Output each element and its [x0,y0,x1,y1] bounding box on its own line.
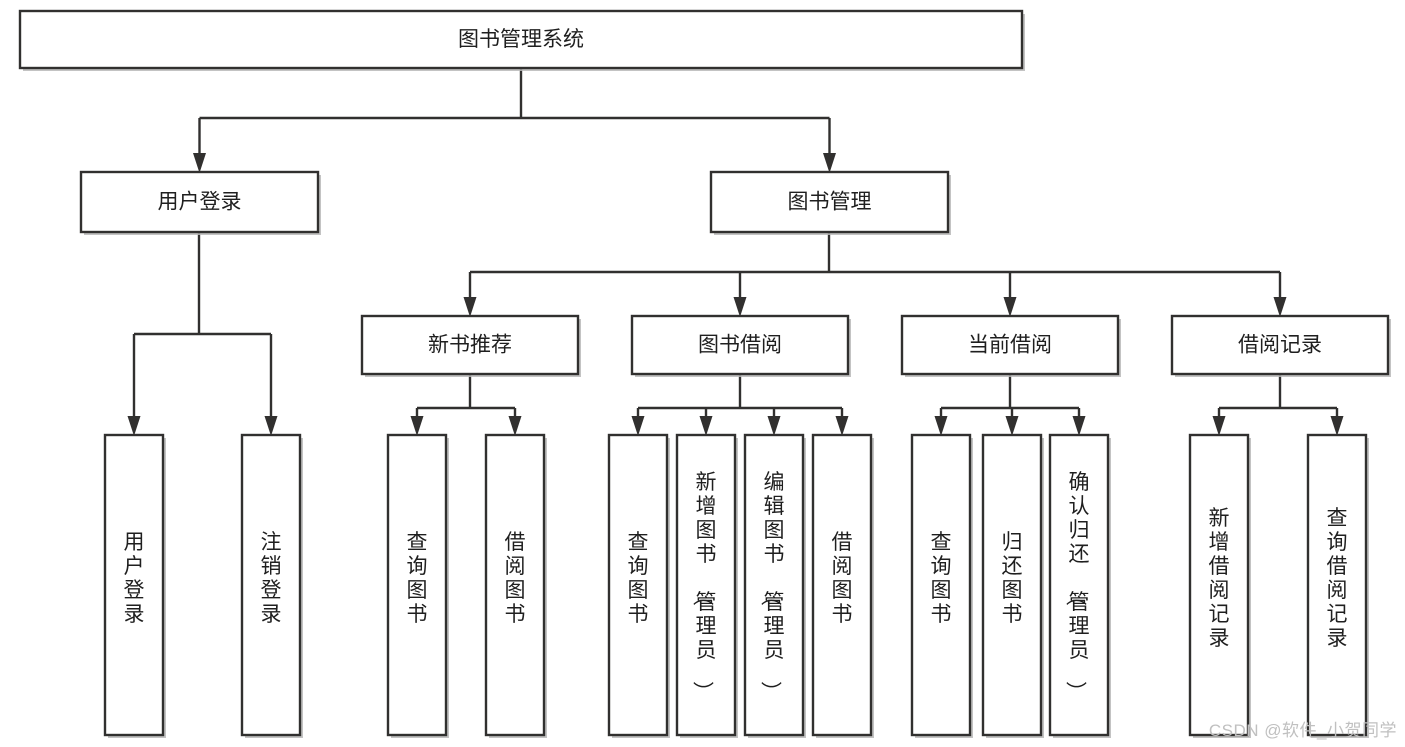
node-box[interactable] [1188,433,1250,737]
node-leaf-query-book-1[interactable]: 查询图书 [386,433,449,738]
node-leaf-borrow-book-2[interactable]: 借阅图书 [811,433,874,738]
node-leaf-add-record[interactable]: 新增借阅记录 [1188,433,1251,738]
node-leaf-user-logout[interactable]: 注销登录 [240,433,303,738]
node-label: 借阅图书 [505,531,526,626]
connector-group-user-login [127,232,278,436]
node-current-borrow[interactable]: 当前借阅 [900,314,1121,377]
node-label: 新增借阅记录 [1209,507,1230,650]
arrow-head-icon [1072,416,1086,436]
node-book-manage[interactable]: 图书管理 [709,170,951,235]
node-user-login[interactable]: 用户登录 [79,170,321,235]
node-box[interactable] [743,433,805,737]
arrow-head-icon [1003,297,1017,317]
arrow-head-icon [508,416,522,436]
node-borrow-record[interactable]: 借阅记录 [1170,314,1391,377]
node-leaf-user-login[interactable]: 用户登录 [103,433,166,738]
arrow-head-icon [733,297,747,317]
arrow-head-icon [835,416,849,436]
node-box[interactable] [360,314,580,376]
arrow-head-icon [1005,416,1019,436]
node-leaf-borrow-book-1[interactable]: 借阅图书 [484,433,547,738]
arrow-head-icon [264,416,278,436]
connector-group-root [193,68,836,173]
arrow-head-icon [1212,416,1226,436]
arrow-head-icon [934,416,948,436]
node-label: 归还图书 [1002,531,1023,626]
arrow-head-icon [823,153,836,173]
arrow-head-icon [767,416,781,436]
arrow-head-icon [1273,297,1287,317]
node-box[interactable] [675,433,737,737]
node-layer: 图书管理系统用户登录图书管理新书推荐图书借阅当前借阅借阅记录用户登录注销登录查询… [18,9,1391,738]
node-label: 编辑图书（管理员） [759,471,785,702]
node-box[interactable] [910,433,972,737]
arrow-head-icon [410,416,424,436]
arrow-head-icon [127,416,141,436]
connector-group-borrow-record [1212,374,1344,436]
node-label: 新增图书（管理员） [691,471,717,702]
connector-group-book-manage [463,232,1287,317]
node-leaf-edit-book[interactable]: 编辑图书（管理员） [743,433,806,738]
node-book-borrow[interactable]: 图书借阅 [630,314,851,377]
node-box[interactable] [386,433,448,737]
node-leaf-query-book-3[interactable]: 查询图书 [910,433,973,738]
arrow-head-icon [631,416,645,436]
arrow-head-icon [193,153,206,173]
node-box[interactable] [1170,314,1390,376]
node-box[interactable] [79,170,320,234]
arrow-head-icon [1330,416,1344,436]
node-box[interactable] [484,433,546,737]
node-leaf-confirm-return[interactable]: 确认归还（管理员） [1048,433,1111,738]
node-label: 查询图书 [931,531,952,626]
node-box[interactable] [607,433,669,737]
node-root[interactable]: 图书管理系统 [18,9,1025,71]
node-label: 借阅图书 [832,531,853,626]
node-label: 查询图书 [628,531,649,626]
node-leaf-query-record[interactable]: 查询借阅记录 [1306,433,1369,738]
node-box[interactable] [630,314,850,376]
arrow-head-icon [699,416,713,436]
node-label: 图书管理 [788,191,872,214]
node-label: 用户登录 [158,191,242,214]
node-box[interactable] [1048,433,1110,737]
node-new-book-recommend[interactable]: 新书推荐 [360,314,581,377]
node-label: 查询借阅记录 [1327,507,1348,650]
node-leaf-add-book[interactable]: 新增图书（管理员） [675,433,738,738]
node-box[interactable] [811,433,873,737]
node-box[interactable] [240,433,302,737]
connector-group-book-borrow [631,374,849,436]
node-box[interactable] [103,433,165,737]
node-label: 新书推荐 [428,334,512,357]
node-label: 查询图书 [407,531,428,626]
node-box[interactable] [709,170,950,234]
connector-group-current-borrow [934,374,1086,436]
node-leaf-query-book-2[interactable]: 查询图书 [607,433,670,738]
node-label: 用户登录 [124,531,145,626]
connector-group-new-book-recommend [410,374,522,436]
watermark-text: CSDN @软件_小贺同学 [1208,721,1397,740]
node-box[interactable] [1306,433,1368,737]
node-label: 注销登录 [261,531,282,626]
node-label: 确认归还（管理员） [1064,471,1090,702]
node-label: 图书管理系统 [458,28,584,51]
node-box[interactable] [900,314,1120,376]
node-label: 当前借阅 [968,334,1052,357]
node-label: 图书借阅 [698,334,782,357]
node-box[interactable] [18,9,1024,70]
node-leaf-return-book[interactable]: 归还图书 [981,433,1044,738]
node-label: 借阅记录 [1238,334,1322,357]
node-box[interactable] [981,433,1043,737]
connector-layer [127,68,1344,436]
arrow-head-icon [463,297,477,317]
